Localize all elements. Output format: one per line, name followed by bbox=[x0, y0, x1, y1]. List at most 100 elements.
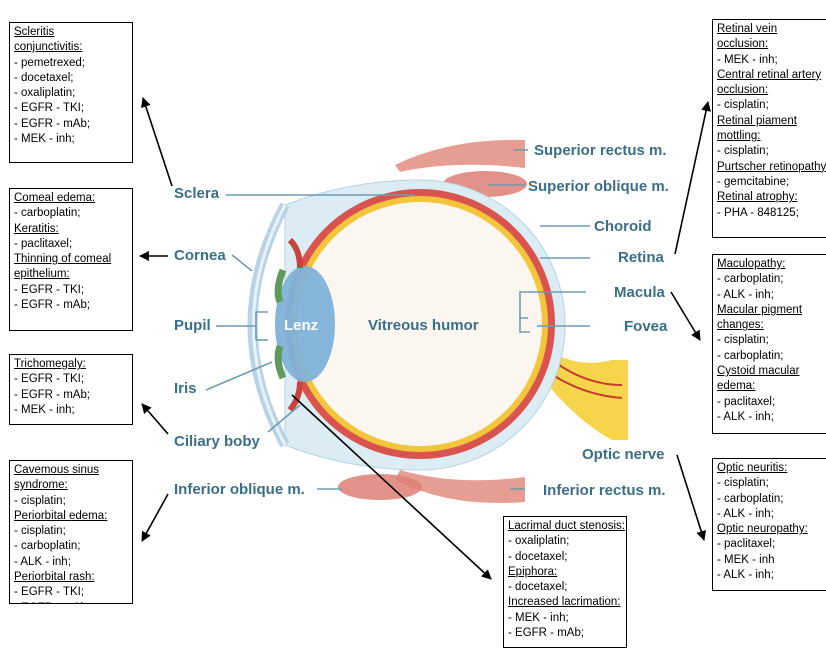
box-heading: Periorbital edema: bbox=[14, 509, 128, 524]
box-item: - EGFR - mAb; bbox=[14, 117, 128, 132]
label-lenz: Lenz bbox=[284, 317, 318, 335]
iris-lower bbox=[278, 346, 283, 378]
box-maculopathy: Maculopathy:- carboplatin;- ALK - inh;Ma… bbox=[712, 254, 826, 434]
box-item: - cisplatin; bbox=[717, 476, 823, 491]
box-item: - EGFR - mAb; bbox=[14, 601, 128, 604]
box-item: - oxaliplatin; bbox=[14, 86, 128, 101]
box-heading: Purtscher retinopathy bbox=[717, 160, 823, 175]
inferior-oblique-muscle bbox=[338, 474, 422, 500]
box-lacrimal: Lacrimal duct stenosis:- oxaliplatin;- d… bbox=[503, 516, 627, 648]
box-item: - MEK - inh; bbox=[508, 611, 622, 626]
arrow-ciliary bbox=[142, 404, 168, 434]
arrow-optic bbox=[677, 455, 704, 540]
box-heading: Optic neuropathy: bbox=[717, 522, 823, 537]
box-item: - EGFR - TKI; bbox=[14, 101, 128, 116]
box-heading: Retinal piament bbox=[717, 114, 823, 129]
box-item: - ALK - inh; bbox=[717, 288, 823, 303]
box-heading: Periorbital rash: bbox=[14, 570, 128, 585]
box-item: - docetaxel; bbox=[508, 580, 622, 595]
label-superior-rectus: Superior rectus m. bbox=[534, 142, 667, 160]
box-item: - PHA - 848125; bbox=[717, 206, 823, 221]
box-item: - MEK - inh; bbox=[14, 403, 128, 418]
box-item: - MEK - inh; bbox=[14, 132, 128, 147]
box-heading: Scleritis bbox=[14, 25, 128, 40]
box-item: - paclitaxel; bbox=[14, 237, 128, 252]
box-heading: epithelium: bbox=[14, 267, 128, 282]
arrow-sclera bbox=[143, 98, 172, 186]
box-item: - EGFR - TKI; bbox=[14, 283, 128, 298]
box-item: - docetaxel; bbox=[14, 71, 128, 86]
label-retina: Retina bbox=[618, 249, 664, 267]
box-item: - ALK - inh; bbox=[14, 555, 128, 570]
box-heading: Thinning of comeal bbox=[14, 252, 128, 267]
box-item: - ALK - inh; bbox=[717, 410, 823, 425]
box-item: - docetaxel; bbox=[508, 550, 622, 565]
label-inferior-rectus: Inferior rectus m. bbox=[543, 482, 666, 500]
box-item: - cisplatin; bbox=[717, 333, 823, 348]
box-item: - carboplatin; bbox=[717, 492, 823, 507]
box-scleritis: Scleritisconjunctivitis:- pemetrexed;- d… bbox=[9, 22, 133, 163]
arrow-retina bbox=[675, 102, 708, 254]
box-item: - EGFR - mAb; bbox=[14, 298, 128, 313]
box-heading: edema: bbox=[717, 379, 823, 394]
box-heading: Retinal atrophy: bbox=[717, 190, 823, 205]
box-item: - EGFR - TKI; bbox=[14, 372, 128, 387]
box-heading: syndrome: bbox=[14, 478, 128, 493]
box-item: - cisplatin; bbox=[717, 98, 823, 113]
box-item: - carboplatin; bbox=[14, 539, 128, 554]
label-superior-oblique: Superior oblique m. bbox=[528, 178, 669, 196]
box-heading: Retinal vein bbox=[717, 22, 823, 37]
box-optic-disorders: Optic neuritis:- cisplatin;- carboplatin… bbox=[712, 458, 826, 591]
box-item: - cisplatin; bbox=[14, 494, 128, 509]
box-heading: Optic neuritis: bbox=[717, 461, 823, 476]
box-heading: Epiphora: bbox=[508, 565, 622, 580]
box-item: - MEK - inh; bbox=[717, 53, 823, 68]
label-vitreous-humor: Vitreous humor bbox=[368, 317, 479, 335]
box-item: - MEK - inh bbox=[717, 553, 823, 568]
box-heading: Comeal edema: bbox=[14, 191, 128, 206]
label-iris: Iris bbox=[174, 380, 197, 398]
box-heading: mottling: bbox=[717, 129, 823, 144]
box-item: - pemetrexed; bbox=[14, 56, 128, 71]
label-ciliary-body: Ciliary boby bbox=[174, 433, 260, 451]
box-item: - oxaliplatin; bbox=[508, 534, 622, 549]
box-heading: Central retinal artery bbox=[717, 68, 823, 83]
box-item: - ALK - inh; bbox=[717, 568, 823, 583]
label-macula: Macula bbox=[614, 284, 665, 302]
arrow-macula bbox=[671, 292, 700, 340]
box-item: - ALK - inh; bbox=[717, 507, 823, 522]
box-item: - paclitaxel; bbox=[717, 537, 823, 552]
box-heading: Trichomegaly: bbox=[14, 357, 128, 372]
label-pupil: Pupil bbox=[174, 317, 211, 335]
arrow-inferior-oblique bbox=[142, 494, 168, 541]
box-heading: Cavemous sinus bbox=[14, 463, 128, 478]
box-trichomegaly: Trichomegaly:- EGFR - TKI;- EGFR - mAb;-… bbox=[9, 354, 133, 425]
box-item: - EGFR - mAb; bbox=[14, 388, 128, 403]
box-item: - EGFR - mAb; bbox=[508, 626, 622, 641]
box-item: - paclitaxel; bbox=[717, 395, 823, 410]
box-item: - carboplatin; bbox=[14, 206, 128, 221]
box-corneal-disorders: Comeal edema:- carboplatin;Keratitis:- p… bbox=[9, 188, 133, 331]
label-optic-nerve: Optic nerve bbox=[582, 446, 665, 464]
box-heading: changes: bbox=[717, 318, 823, 333]
label-choroid: Choroid bbox=[594, 218, 652, 236]
label-fovea: Fovea bbox=[624, 318, 667, 336]
label-sclera: Sclera bbox=[174, 185, 219, 203]
box-item: - cisplatin; bbox=[717, 144, 823, 159]
box-heading: Macular pigment bbox=[717, 303, 823, 318]
box-heading: occlusion: bbox=[717, 37, 823, 52]
box-heading: Increased lacrimation: bbox=[508, 595, 622, 610]
box-item: - carboplatin; bbox=[717, 349, 823, 364]
box-item: - gemcitabine; bbox=[717, 175, 823, 190]
box-heading: Cystoid macular bbox=[717, 364, 823, 379]
box-heading: conjunctivitis: bbox=[14, 40, 128, 55]
label-inferior-oblique: Inferior oblique m. bbox=[174, 481, 305, 499]
box-heading: Lacrimal duct stenosis: bbox=[508, 519, 622, 534]
box-item: - carboplatin; bbox=[717, 272, 823, 287]
box-item: - cisplatin; bbox=[14, 524, 128, 539]
box-heading: Maculopathy: bbox=[717, 257, 823, 272]
superior-rectus-muscle bbox=[395, 140, 525, 172]
label-cornea: Cornea bbox=[174, 247, 226, 265]
